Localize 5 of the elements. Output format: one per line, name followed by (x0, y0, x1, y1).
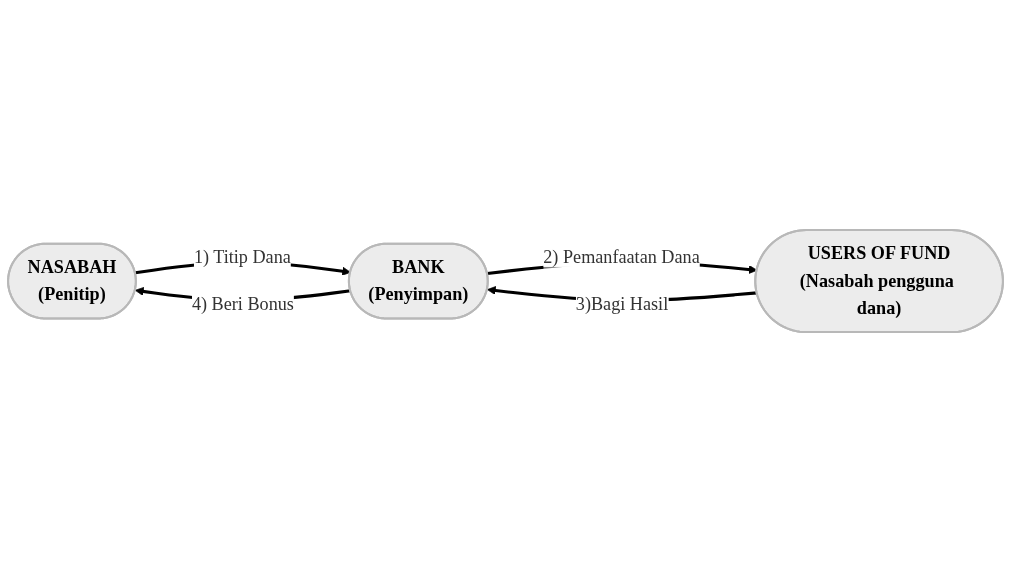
edge-label: 3)Bagi Hasil (575, 294, 669, 315)
flow-diagram: 1) Titip Dana 4) Beri Bonus 2) Pemanfaatan Dana 3)Bagi Hasil NASABAH (Penitip) BANK (Penyimpan) USERS OF FUND (Nasabah pengguna dana) (0, 222, 1011, 341)
edge-label: 4) Beri Bonus (191, 294, 294, 315)
edge-label: 2) Pemanfaatan Dana (543, 247, 700, 268)
edge-label: 1) Titip Dana (193, 247, 291, 268)
